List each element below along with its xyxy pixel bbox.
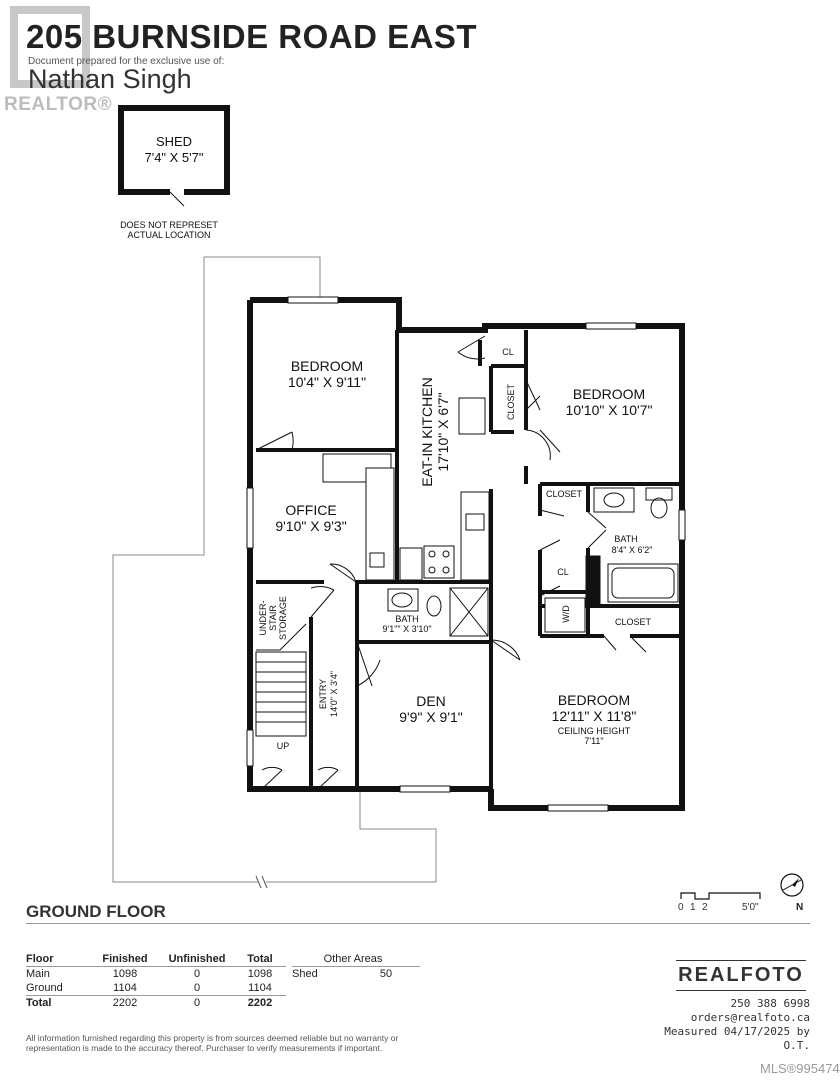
brand-phone: 250 388 6998: [730, 997, 810, 1010]
staircase: [255, 623, 307, 737]
table-row: Main 1098 0 1098: [26, 967, 286, 982]
kitchen-dims: 17'10" X 6'7": [435, 392, 451, 471]
shed-dimensions: 7'4" X 5'7": [144, 150, 203, 165]
scale-bar: [680, 892, 761, 900]
total-unfinished: 0: [160, 995, 240, 1010]
prepared-for-label: Document prepared for the exclusive use …: [28, 56, 225, 67]
floor-label: GROUND FLOOR: [26, 902, 166, 921]
brand-wordmark: REALFOTO: [676, 960, 806, 991]
realtor-r-mark: [10, 6, 90, 88]
total-label: Total: [26, 995, 96, 1010]
bedroom-se-ceiling-label: CEILING HEIGHT: [558, 726, 631, 736]
floor-plan: SHED 7'4" X 5'7" DOES NOT REPRESET ACTUA…: [112, 105, 761, 900]
row-finished: 1098: [112, 968, 138, 980]
table-row: Ground 1104 0 1104: [26, 981, 286, 996]
row-total: 1098: [247, 968, 273, 980]
col-total: Total: [240, 952, 286, 967]
bedroom-ne-dims: 10'10" X 10'7": [566, 402, 653, 418]
row-unfinished: 0: [193, 982, 201, 994]
row-floor: Main: [26, 968, 50, 980]
closet-label-ne: CLOSET: [506, 383, 516, 420]
total-finished: 2202: [96, 995, 160, 1010]
entry-label: ENTRY: [318, 679, 328, 709]
up-label: UP: [277, 741, 290, 751]
bedroom-se-label: BEDROOM: [558, 692, 630, 708]
bedroom-nw-label: BEDROOM: [291, 358, 363, 374]
row-total: 1104: [248, 982, 272, 994]
north-arrow: N: [779, 872, 807, 916]
contact-info: 250 388 6998 orders@realfoto.ca Measured…: [660, 997, 810, 1053]
cl-label-top: CL: [502, 347, 514, 357]
mls-number: MLS®995474: [760, 1061, 840, 1076]
shed-outbuilding: SHED 7'4" X 5'7" DOES NOT REPRESET ACTUA…: [118, 105, 230, 240]
divider: [26, 923, 810, 924]
total-total: 2202: [240, 995, 286, 1010]
windows: [246, 296, 686, 812]
scale-label-2: 2: [702, 902, 708, 913]
bath-small-dims: 9'1"" X 3'10": [382, 624, 431, 634]
other-areas-table: Other Areas Shed 50: [292, 952, 420, 981]
den-label: DEN: [416, 693, 446, 709]
other-area-value: 50: [379, 968, 393, 980]
entry-dims: 14'0" X 3'4": [329, 671, 339, 717]
bath-east-dims: 8'4" X 6'2": [612, 545, 653, 555]
bedroom-nw-dims: 10'4" X 9'11": [288, 374, 366, 390]
col-finished: Finished: [96, 952, 160, 967]
storage-label-line3: STORAGE: [278, 596, 288, 640]
client-name: Nathan Singh: [28, 64, 192, 94]
office-label: OFFICE: [285, 502, 336, 518]
bath-east-label: BATH: [614, 534, 637, 544]
fixtures: [322, 397, 679, 637]
scale-label-1: 1: [690, 902, 696, 913]
header: REALTOR® 205 BURNSIDE ROAD EAST Document…: [0, 0, 835, 120]
realfoto-logo: REALFOTO: [676, 960, 806, 991]
closet-label-center: CLOSET: [546, 489, 583, 499]
wd-label: W/D: [561, 605, 571, 623]
other-area-name: Shed: [292, 968, 318, 980]
shed-note-line2: ACTUAL LOCATION: [127, 230, 210, 240]
disclaimer: All information furnished regarding this…: [26, 1033, 399, 1053]
bedroom-se-dims: 12'11" X 11'8": [552, 708, 637, 724]
col-unfinished: Unfinished: [160, 952, 240, 967]
door-swings: [255, 335, 647, 790]
area-table-header: Floor Finished Unfinished Total: [26, 952, 286, 967]
table-row: Shed 50: [292, 967, 420, 982]
bedroom-se-ceiling-value: 7'11": [584, 736, 603, 746]
area-table: Floor Finished Unfinished Total Main 109…: [26, 952, 286, 1010]
realtor-wordmark: REALTOR®: [4, 94, 113, 115]
scale-label-5ft: 5'0": [742, 902, 759, 913]
lot-outline: [112, 256, 437, 883]
measured-by: Measured 04/17/2025 by O.T.: [664, 1025, 810, 1052]
bath-small-label: BATH: [395, 614, 418, 624]
row-finished: 1104: [113, 982, 137, 994]
storage-label-line2: STAIR: [268, 605, 278, 631]
cl-label-center: CL: [557, 567, 569, 577]
storage-label-line1: UNDER-: [258, 600, 268, 635]
table-total-row: Total 2202 0 2202: [26, 995, 286, 1010]
shed-label: SHED: [156, 134, 192, 149]
bedroom-ne-label: BEDROOM: [573, 386, 645, 402]
north-label: N: [796, 902, 804, 913]
scale-label-0: 0: [678, 902, 684, 913]
closet-label-se: CLOSET: [615, 617, 652, 627]
office-dims: 9'10" X 9'3": [275, 518, 346, 534]
compass-icon: [780, 873, 804, 897]
row-floor: Ground: [26, 982, 63, 994]
property-address-title: 205 BURNSIDE ROAD EAST: [26, 18, 478, 55]
brand-email: orders@realfoto.ca: [690, 1011, 810, 1024]
other-areas-header: Other Areas: [292, 952, 420, 967]
den-dims: 9'9" X 9'1": [399, 709, 463, 725]
row-unfinished: 0: [193, 968, 201, 980]
realtor-watermark-logo: REALTOR®: [4, 6, 112, 115]
shed-note-line1: DOES NOT REPRESET: [120, 220, 218, 230]
kitchen-label: EAT-IN KITCHEN: [419, 377, 435, 486]
col-floor: Floor: [26, 952, 96, 967]
other-areas-header-row: Other Areas: [292, 952, 420, 967]
